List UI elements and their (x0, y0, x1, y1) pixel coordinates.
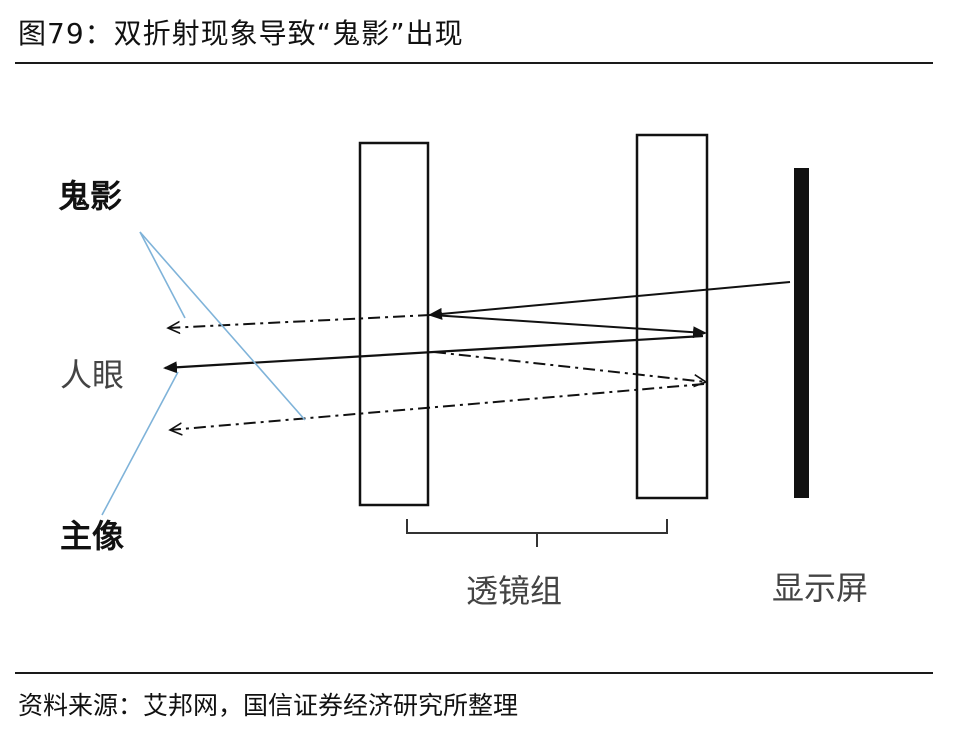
label-eye: 人眼 (60, 356, 125, 394)
callout-ghost-to-upper-ray (139, 231, 186, 319)
source-note: 资料来源：艾邦网，国信证券经济研究所整理 (18, 691, 519, 720)
ghost-ray-upper (168, 314, 431, 328)
lens-group-bracket (406, 519, 668, 547)
lens-panel-left (358, 141, 430, 507)
ray-display-to-left-lens (428, 281, 791, 320)
label-display: 显示屏 (772, 569, 869, 607)
ray-left-lens-to-right-lens (431, 314, 707, 339)
top-rule (15, 62, 933, 64)
ghost-ray-reflect (433, 351, 706, 382)
label-main-image: 主像 (60, 517, 125, 555)
label-lens-group: 透镜组 (466, 572, 563, 610)
label-ghost: 鬼影 (58, 177, 123, 215)
figure-title: 图79：双折射现象导致“鬼影”出现 (18, 17, 464, 50)
lens-panel-right (635, 133, 709, 500)
ghost-ray-lower (170, 383, 705, 430)
callout-ghost-to-lower-ray (139, 231, 306, 421)
bottom-rule (15, 672, 933, 674)
callout-main-image (101, 371, 179, 516)
display-screen (794, 168, 809, 498)
